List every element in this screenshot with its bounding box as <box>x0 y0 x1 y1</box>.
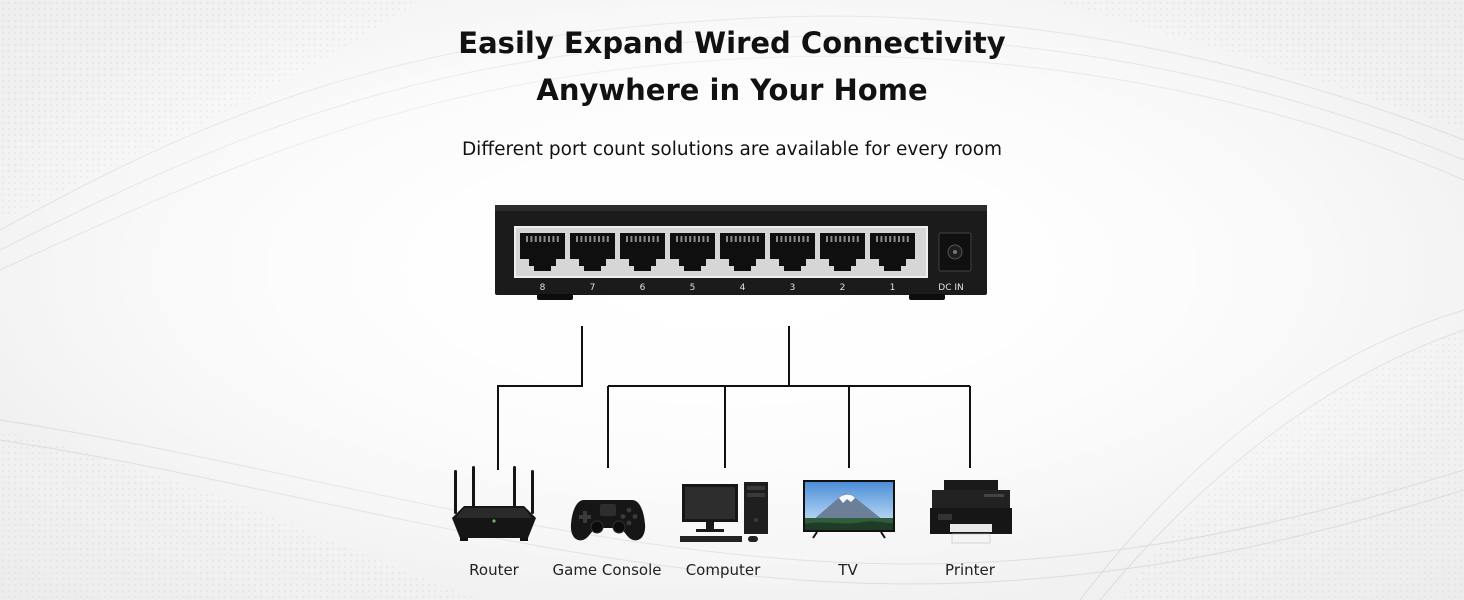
ethernet-port[interactable] <box>620 233 665 271</box>
headline-line-2: Anywhere in Your Home <box>536 73 928 107</box>
network-switch: 8 7 6 5 4 3 2 1 DC IN <box>495 205 987 300</box>
port-number-label: 6 <box>640 283 646 293</box>
ethernet-port[interactable] <box>720 233 765 271</box>
port-number-label: 4 <box>740 283 746 293</box>
tv-icon <box>803 480 895 539</box>
port-number-label: 5 <box>690 283 696 293</box>
dc-in-jack <box>938 232 972 272</box>
device-label-router: Router <box>469 561 519 579</box>
port-number-label: 8 <box>540 283 546 293</box>
wire-router <box>497 326 583 470</box>
ethernet-port[interactable] <box>820 233 865 271</box>
device-label-game-console: Game Console <box>552 561 662 579</box>
device-label-tv: TV <box>838 561 858 579</box>
ethernet-port[interactable] <box>770 233 815 271</box>
ethernet-port[interactable] <box>520 233 565 271</box>
port-number-label: 1 <box>890 283 896 293</box>
headline-line-1: Easily Expand Wired Connectivity <box>458 26 1006 60</box>
computer-icon <box>680 482 768 542</box>
port-number-label: 2 <box>840 283 846 293</box>
printer-icon <box>930 480 1012 544</box>
dc-in-label: DC IN <box>938 283 963 293</box>
device-label-printer: Printer <box>945 561 995 579</box>
ethernet-port[interactable] <box>570 233 615 271</box>
router-icon <box>452 466 536 541</box>
switch-foot-left <box>537 294 573 300</box>
gamepad-icon <box>570 500 646 541</box>
switch-foot-right <box>909 294 945 300</box>
port-number-label: 7 <box>590 283 596 293</box>
ethernet-port[interactable] <box>670 233 715 271</box>
subtitle: Different port count solutions are avail… <box>461 139 1003 160</box>
ethernet-port[interactable] <box>870 233 915 271</box>
port-number-label: 3 <box>790 283 796 293</box>
device-label-computer: Computer <box>685 561 761 579</box>
